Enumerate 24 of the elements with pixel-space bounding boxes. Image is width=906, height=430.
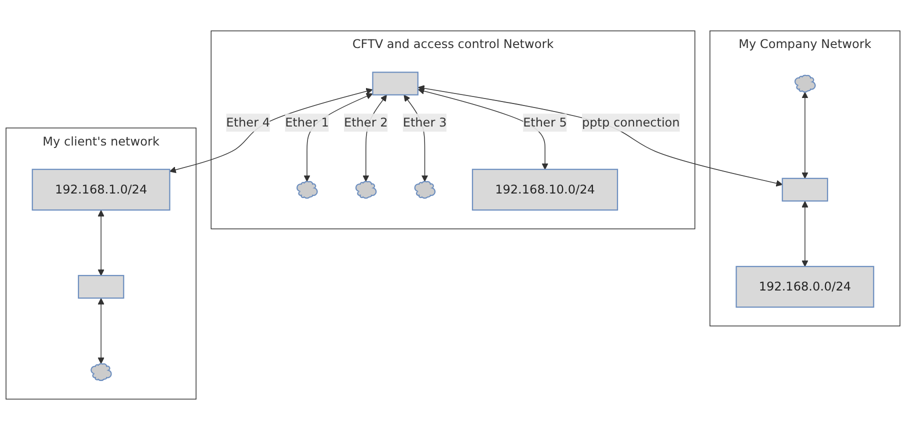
- node-box: 192.168.10.0/24: [472, 168, 618, 211]
- node-box: [782, 178, 828, 202]
- edge-label: Ether 1: [285, 115, 329, 130]
- edge-label: Ether 5: [523, 115, 567, 130]
- edge-label: Ether 3: [402, 115, 447, 130]
- arrow: [98, 210, 104, 276]
- arrow: [418, 88, 548, 170]
- node-cloud: [355, 180, 377, 199]
- arrow: [98, 298, 104, 364]
- arrow: [418, 85, 783, 187]
- edge-label: Ether 4: [226, 115, 270, 130]
- node-cloud: [414, 180, 436, 199]
- arrow: [802, 92, 808, 179]
- arrow: [169, 88, 373, 174]
- node-cloud: [794, 74, 816, 93]
- node-box: 192.168.0.0/24: [736, 266, 874, 308]
- node-box: 192.168.1.0/24: [32, 168, 170, 211]
- node-box: [372, 72, 418, 96]
- arrow: [802, 201, 808, 267]
- node-cloud: [296, 180, 318, 199]
- node-box: [78, 274, 124, 299]
- node-cloud: [90, 363, 112, 382]
- edge-label: pptp connection: [582, 115, 680, 130]
- edge-label: Ether 2: [344, 115, 388, 130]
